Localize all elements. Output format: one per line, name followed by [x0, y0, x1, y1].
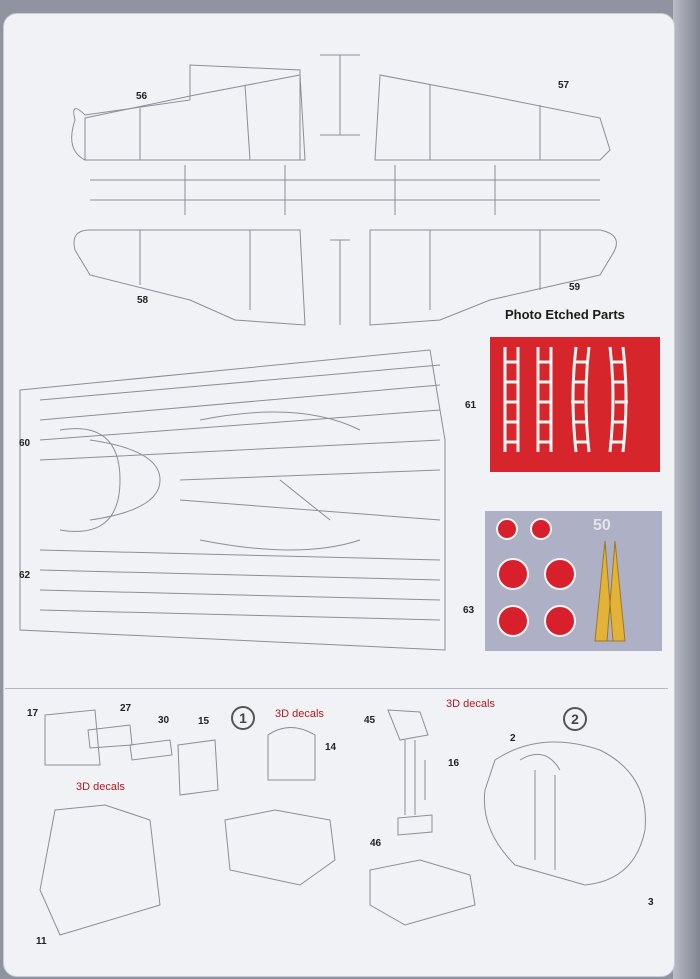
photo-etched-fret: [490, 337, 660, 472]
hinomaru-decal: [496, 518, 518, 540]
3d-decals-label: 3D decals: [446, 698, 495, 710]
part-label-61: 61: [465, 400, 477, 411]
sprue-runner-mid: [90, 165, 600, 215]
part-label-27: 27: [120, 703, 132, 714]
3d-decals-label: 3D decals: [275, 708, 324, 720]
part-label-30: 30: [158, 715, 170, 726]
sprue-frame-top: [71, 64, 301, 161]
sprue-frame-middle: [19, 349, 446, 651]
section-separator: [5, 688, 668, 689]
decal-code-50: 50: [593, 517, 611, 534]
part-46: [397, 814, 433, 836]
photo-etched-title: Photo Etched Parts: [505, 307, 625, 322]
part-label-11: 11: [36, 936, 47, 947]
part-label-59: 59: [569, 282, 581, 293]
part-27: [87, 724, 133, 749]
part-15: [177, 739, 219, 796]
part-14: [267, 727, 316, 781]
decal-sheet-art: [496, 518, 626, 642]
instruction-sheet: [3, 13, 675, 977]
hinomaru-decal: [497, 558, 529, 590]
seat-assembly-center: [224, 809, 336, 886]
seat-assembly-left: [39, 804, 161, 936]
part-label-56: 56: [136, 91, 148, 102]
seat-assembly-right: [369, 859, 476, 926]
sprue-runner-low: [330, 239, 350, 325]
photo-etched-frames: [503, 346, 628, 453]
part-label-3: 3: [648, 897, 654, 908]
part-label-46: 46: [370, 838, 382, 849]
part-label-14: 14: [325, 742, 337, 753]
hinomaru-decal: [544, 605, 576, 637]
part-label-15: 15: [198, 716, 210, 727]
decal-sheet: 50: [485, 511, 662, 651]
part-label-17: 17: [27, 708, 39, 719]
part-label-16: 16: [448, 758, 460, 769]
hinomaru-decal: [544, 558, 576, 590]
part-label-63: 63: [463, 605, 475, 616]
part-label-57: 57: [558, 80, 570, 91]
part-45: [387, 709, 429, 741]
part-label-2: 2: [510, 733, 516, 744]
part-30: [129, 739, 173, 761]
yellow-stripe-decal: [594, 540, 626, 642]
part-label-58: 58: [137, 295, 149, 306]
sprue-runner-top: [320, 54, 360, 136]
3d-decals-label: 3D decals: [76, 781, 125, 793]
hinomaru-decal: [497, 605, 529, 637]
part-17: [44, 709, 101, 766]
part-label-62: 62: [19, 570, 31, 581]
wing-part-58: [73, 229, 306, 326]
page-edge: [673, 0, 700, 979]
hinomaru-decal: [530, 518, 552, 540]
part-label-45: 45: [364, 715, 376, 726]
part-label-60: 60: [19, 438, 31, 449]
wing-part-57: [374, 74, 611, 161]
wing-part-56: [84, 74, 306, 161]
step-1-marker: 1: [231, 706, 255, 730]
cowling-part-2-3: [483, 741, 646, 886]
wing-part-59: [369, 229, 617, 326]
step-2-marker: 2: [563, 707, 587, 731]
